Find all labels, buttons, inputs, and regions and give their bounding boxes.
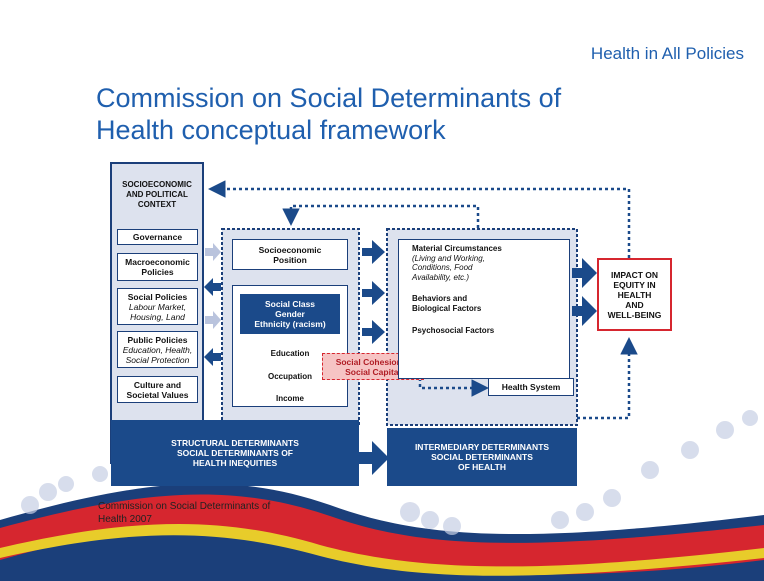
feedback-loop-to-context — [208, 180, 631, 258]
structural-determinants-label: STRUCTURAL DETERMINANTS SOCIAL DETERMINA… — [111, 420, 359, 486]
intermediary-to-impact-dotted — [577, 337, 638, 420]
material-circumstances-item: Material Circumstances (Living and Worki… — [412, 244, 502, 282]
culture-box: Culture and Societal Values — [117, 376, 198, 403]
macroeconomic-box: Macroeconomic Policies — [117, 253, 198, 281]
impact-box: IMPACT ON EQUITY IN HEALTH AND WELL-BEIN… — [597, 258, 672, 331]
slide-header: Health in All Policies — [590, 44, 744, 63]
feedback-loop-to-structural — [282, 204, 480, 228]
governance-box: Governance — [117, 229, 198, 245]
occupation-label: Occupation — [267, 372, 312, 381]
footer-swoosh — [0, 483, 764, 581]
slide-title: Commission on Social Determinants of Hea… — [96, 82, 656, 146]
context-to-structural-arrows — [205, 243, 221, 329]
intermediary-to-impact-arrows — [572, 258, 597, 326]
intermediary-determinants-label: INTERMEDIARY DETERMINANTS SOCIAL DETERMI… — [387, 428, 577, 486]
citation: Commission on Social Determinants of Hea… — [98, 501, 271, 525]
social-policies-box: Social Policies Labour Market, Housing, … — [117, 288, 198, 325]
public-policies-box: Public Policies Education, Health, Socia… — [117, 331, 198, 368]
people-chain-decoration — [21, 410, 758, 535]
education-label: Education — [270, 349, 310, 358]
intermediary-factors-box — [398, 239, 570, 379]
health-system-box: Health System — [488, 378, 574, 396]
context-title: SOCIOECONOMIC AND POLITICAL CONTEXT — [122, 180, 192, 209]
structural-to-context-arrows — [204, 278, 221, 366]
social-class-box: Social Class Gender Ethnicity (racism) — [240, 294, 340, 334]
socioeconomic-position-box: Socioeconomic Position — [232, 239, 348, 270]
structural-to-intermediary-arrows — [362, 240, 385, 344]
title-line-1: Commission on Social Determinants of — [96, 83, 562, 113]
title-line-2: Health conceptual framework — [96, 115, 446, 145]
behaviors-item: Behaviors and Biological Factors — [412, 294, 482, 313]
income-label: Income — [275, 394, 304, 403]
psychosocial-item: Psychosocial Factors — [412, 326, 495, 335]
structural-to-intermediary-label-arrow — [358, 441, 389, 475]
